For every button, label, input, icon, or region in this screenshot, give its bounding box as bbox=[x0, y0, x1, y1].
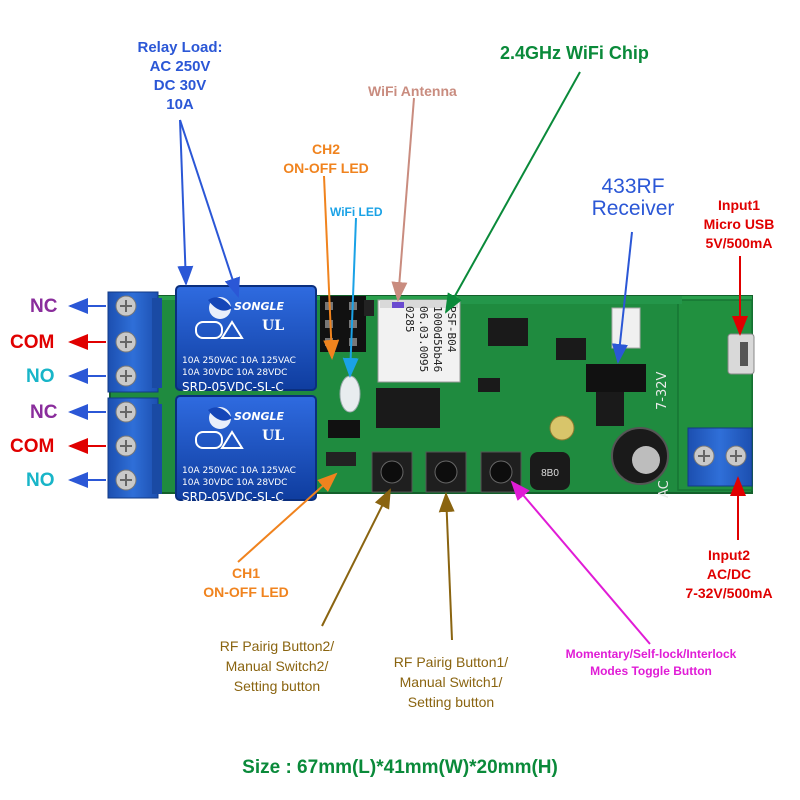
input1-label: Input1 Micro USB 5V/500mA bbox=[684, 196, 794, 253]
terminal-nc-1: NC bbox=[30, 296, 58, 317]
relay-load-line3: DC 30V bbox=[153, 77, 207, 94]
relay-brand: SONGLE bbox=[234, 300, 285, 313]
input2-line2: AC/DC bbox=[706, 566, 752, 582]
ch1-led-line1: CH1 bbox=[231, 565, 260, 581]
relay-model: SRD-05VDC-SL-C bbox=[182, 490, 284, 504]
rf-receiver-module bbox=[586, 307, 646, 426]
ch1-led-line2: ON-OFF LED bbox=[203, 584, 289, 600]
relay-load-line1: Relay Load: bbox=[137, 39, 223, 56]
rf-receiver-line1: 433RF bbox=[601, 175, 665, 198]
button1-line3: Setting button bbox=[407, 694, 495, 710]
terminal-block-group2 bbox=[107, 397, 162, 499]
terminal-block-group1 bbox=[107, 291, 162, 393]
toggle-line2: Modes Toggle Button bbox=[590, 664, 712, 678]
terminal-no-2: NO bbox=[26, 470, 55, 491]
ch2-led-label: CH2 ON-OFF LED bbox=[266, 140, 386, 178]
capacitor bbox=[611, 427, 669, 485]
ic-chips bbox=[364, 300, 586, 428]
terminal-no-1: NO bbox=[26, 366, 55, 387]
wifi-antenna-label: WiFi Antenna bbox=[368, 83, 457, 99]
pushbuttons bbox=[371, 451, 522, 493]
input1-line3: 5V/500mA bbox=[705, 235, 773, 251]
wifi-led bbox=[339, 375, 361, 413]
input2-line1: Input2 bbox=[708, 547, 750, 563]
button1-label: RF Pairig Button1/ Manual Switch1/ Setti… bbox=[374, 652, 528, 712]
terminal-com-2: COM bbox=[10, 436, 55, 457]
svg-text:UL: UL bbox=[262, 318, 284, 334]
wifi-led-label: WiFi LED bbox=[330, 205, 383, 219]
relay-spec-line2: 10A 30VDC 10A 28VDC bbox=[182, 478, 288, 488]
module-text-3: 06.03.0095 bbox=[417, 306, 430, 372]
pcb-silkscreen: 7-32V AC bbox=[655, 371, 672, 498]
toggle-button-label: Momentary/Self-lock/Interlock Modes Togg… bbox=[538, 646, 764, 680]
button1-line1: RF Pairig Button1/ bbox=[393, 654, 509, 670]
relay-model: SRD-05VDC-SL-C bbox=[182, 380, 284, 394]
input1-line2: Micro USB bbox=[703, 216, 775, 232]
rf-receiver-line2: Receiver bbox=[591, 197, 675, 220]
relay-spec-line2: 10A 30VDC 10A 28VDC bbox=[182, 368, 288, 378]
button2-label: RF Pairig Button2/ Manual Switch2/ Setti… bbox=[200, 636, 354, 696]
wifi-chip-label: 2.4GHz WiFi Chip bbox=[500, 43, 649, 63]
small-capacitor bbox=[549, 415, 575, 441]
inductor-text: 8B0 bbox=[541, 468, 559, 479]
button1-line2: Manual Switch1/ bbox=[399, 674, 503, 690]
terminal-block-input2 bbox=[687, 427, 753, 487]
wifi-module: PSF-B04 1000d5bb46 06.03.0095 0285 bbox=[377, 299, 461, 383]
input2-label: Input2 AC/DC 7-32V/500mA bbox=[664, 546, 794, 603]
terminal-nc-2: NC bbox=[30, 402, 58, 423]
relay-spec-line1: 10A 250VAC 10A 125VAC bbox=[182, 466, 296, 476]
size-caption: Size : 67mm(L)*41mm(W)*20mm(H) bbox=[242, 757, 558, 778]
ac-silk: AC bbox=[657, 480, 672, 498]
micro-usb-port bbox=[727, 333, 755, 375]
terminal-com-1: COM bbox=[10, 332, 55, 353]
relay-brand: SONGLE bbox=[234, 410, 285, 423]
rf-receiver-label: 433RF Receiver bbox=[572, 176, 694, 220]
inductor: 8B0 bbox=[530, 452, 570, 490]
button2-line3: Setting button bbox=[233, 678, 321, 694]
module-text-1: PSF-B04 bbox=[445, 306, 458, 353]
relay-ch2: UL bbox=[175, 285, 317, 391]
input1-line1: Input1 bbox=[718, 197, 760, 213]
module-text-4: 0285 bbox=[403, 306, 416, 333]
svg-text:UL: UL bbox=[262, 428, 284, 444]
button2-line2: Manual Switch2/ bbox=[225, 658, 329, 674]
module-text-2: 1000d5bb46 bbox=[431, 306, 444, 372]
input2-line3: 7-32V/500mA bbox=[685, 585, 773, 601]
relay-load-label: Relay Load: AC 250V DC 30V 10A bbox=[110, 38, 250, 114]
ch2-led-line1: CH2 bbox=[311, 141, 340, 157]
ch1-led-label: CH1 ON-OFF LED bbox=[186, 564, 306, 602]
voltage-silk: 7-32V bbox=[655, 371, 670, 410]
toggle-line1: Momentary/Self-lock/Interlock bbox=[565, 647, 737, 661]
relay-load-line2: AC 250V bbox=[149, 58, 211, 75]
relay-load-line4: 10A bbox=[166, 96, 194, 113]
button2-line1: RF Pairig Button2/ bbox=[219, 638, 335, 654]
ch2-led-line2: ON-OFF LED bbox=[283, 160, 369, 176]
relay-ch1: UL bbox=[175, 395, 317, 501]
annotation-arrows bbox=[68, 71, 748, 645]
relay-spec-line1: 10A 250VAC 10A 125VAC bbox=[182, 356, 296, 366]
